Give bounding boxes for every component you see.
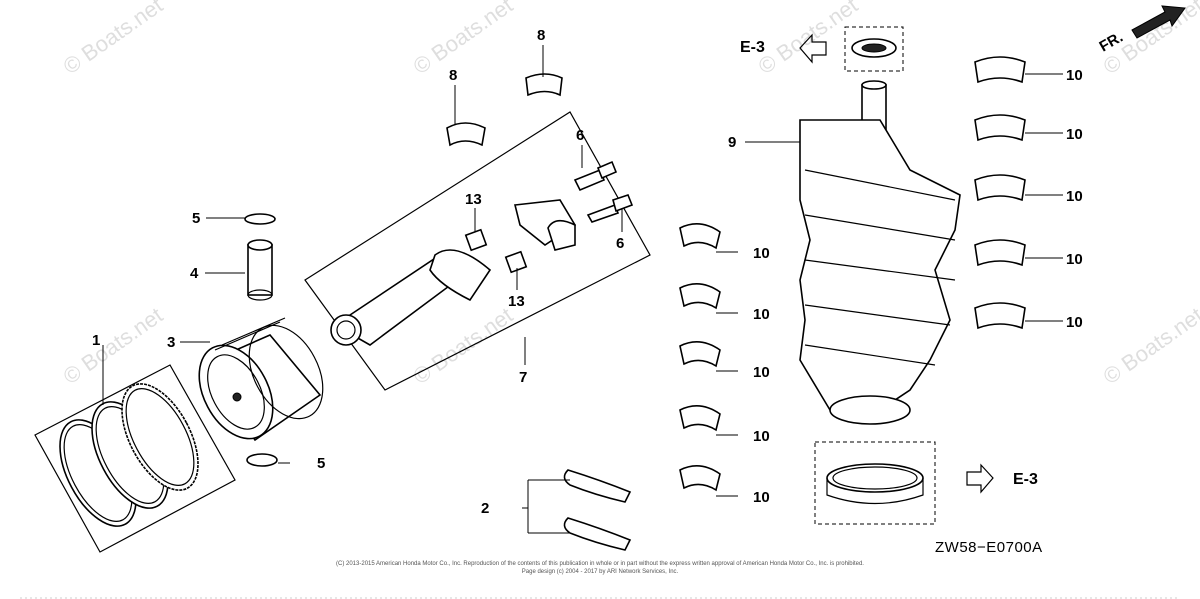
callout-6[interactable]: 6 bbox=[576, 127, 584, 144]
main-bearings-left[interactable] bbox=[679, 223, 721, 492]
ref-label-top: E-3 bbox=[740, 39, 765, 56]
callout-13[interactable]: 13 bbox=[508, 293, 525, 310]
callouts: 1 3 4 5 5 2 7 8 8 6 6 13 13 9 10 10 10 1… bbox=[92, 27, 1083, 517]
callout-8[interactable]: 8 bbox=[537, 27, 545, 44]
callout-10[interactable]: 10 bbox=[753, 306, 770, 323]
callout-1[interactable]: 1 bbox=[92, 332, 100, 349]
diagram-code: ZW58−E0700A bbox=[935, 539, 1043, 556]
direction-arrow-icon bbox=[1131, 5, 1186, 39]
callout-8[interactable]: 8 bbox=[449, 67, 457, 84]
watermark: © Boats.net bbox=[59, 0, 168, 79]
watermark: © Boats.net bbox=[59, 302, 168, 389]
callout-10[interactable]: 10 bbox=[1066, 314, 1083, 331]
callout-10[interactable]: 10 bbox=[753, 489, 770, 506]
arrow-right-outline-icon bbox=[966, 463, 994, 494]
ref-arrow-bottom[interactable]: E-3 bbox=[966, 463, 1038, 494]
oil-seal-top[interactable] bbox=[844, 26, 904, 72]
ref-arrow-top[interactable]: E-3 bbox=[740, 33, 827, 64]
callout-5[interactable]: 5 bbox=[192, 210, 200, 227]
callout-2[interactable]: 2 bbox=[481, 500, 489, 517]
arrow-left-outline-icon bbox=[799, 33, 827, 64]
callout-10[interactable]: 10 bbox=[1066, 188, 1083, 205]
connecting-rod[interactable] bbox=[304, 111, 651, 391]
callout-13[interactable]: 13 bbox=[465, 191, 482, 208]
watermark: © Boats.net bbox=[409, 0, 518, 79]
thrust-washers[interactable] bbox=[563, 469, 632, 551]
callout-10[interactable]: 10 bbox=[1066, 126, 1083, 143]
callout-10[interactable]: 10 bbox=[753, 245, 770, 262]
leader-lines bbox=[102, 45, 1063, 534]
callout-9[interactable]: 9 bbox=[728, 134, 736, 151]
rod-bearings[interactable] bbox=[446, 73, 563, 147]
watermark: © Boats.net bbox=[409, 302, 518, 389]
ref-label-bottom: E-3 bbox=[1013, 471, 1038, 488]
callout-6[interactable]: 6 bbox=[616, 235, 624, 252]
piston-rings[interactable] bbox=[34, 364, 236, 553]
callout-10[interactable]: 10 bbox=[753, 364, 770, 381]
piston-pin[interactable] bbox=[247, 239, 273, 301]
oil-seal-bottom[interactable] bbox=[814, 441, 936, 525]
watermark: © Boats.net bbox=[1099, 302, 1200, 389]
callout-3[interactable]: 3 bbox=[167, 334, 175, 351]
callout-10[interactable]: 10 bbox=[1066, 251, 1083, 268]
main-bearings-right[interactable] bbox=[974, 56, 1026, 330]
crankshaft[interactable] bbox=[799, 80, 961, 425]
callout-10[interactable]: 10 bbox=[753, 428, 770, 445]
page-design-line: Page design (c) 2004 - 2017 by ARI Netwo… bbox=[522, 569, 679, 575]
piston-pin-clips[interactable] bbox=[244, 213, 278, 467]
callout-7[interactable]: 7 bbox=[519, 369, 527, 386]
callout-10[interactable]: 10 bbox=[1066, 67, 1083, 84]
piston[interactable] bbox=[184, 313, 337, 451]
callout-5[interactable]: 5 bbox=[317, 455, 325, 472]
callout-4[interactable]: 4 bbox=[190, 265, 199, 282]
copyright-line: (C) 2013-2015 American Honda Motor Co., … bbox=[336, 561, 864, 567]
